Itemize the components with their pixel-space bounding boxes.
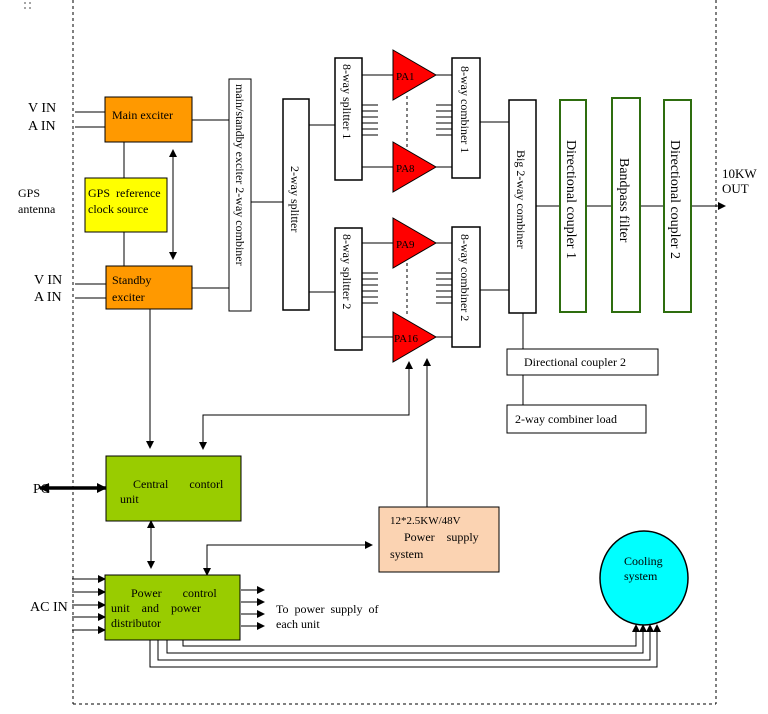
- standby-exciter-label-line1: Standby: [112, 273, 151, 287]
- power-control-label-line2: unit and power: [111, 601, 201, 615]
- main-exciter-box: [104, 96, 193, 143]
- directional-coupler-1-box: [559, 99, 587, 313]
- corner-dots-icon: [24, 2, 31, 9]
- two-way-splitter-label: 2-way splitter: [288, 166, 302, 232]
- combiner-2-box: [451, 226, 481, 348]
- central-control-box: [105, 455, 242, 522]
- power-supply-label-line2: Power supply: [404, 530, 479, 544]
- gps-label-line1: GPS: [18, 186, 40, 200]
- output-label-line1: 10KW: [722, 166, 757, 181]
- output-label-line2: OUT: [722, 181, 749, 196]
- power-supply-label-line1: 12*2.5KW/48V: [390, 515, 461, 527]
- supply-note-line1: To power supply of: [276, 602, 378, 616]
- combiner-load-label: 2-way combiner load: [515, 412, 617, 426]
- a-in-bottom-label: A IN: [34, 290, 62, 305]
- ac-in-label: AC IN: [30, 600, 68, 615]
- splitter-1-box: [334, 57, 363, 181]
- power-supply-box: [378, 506, 500, 573]
- bandpass-filter-box: [611, 97, 641, 313]
- two-way-splitter-box: [282, 98, 310, 311]
- pc-label: PC: [33, 482, 50, 497]
- pa8-amplifier-icon: [392, 141, 437, 193]
- exciter-combiner-box: [228, 78, 252, 312]
- pa16-amplifier-icon: [392, 311, 437, 363]
- gps-reference-box: [84, 177, 168, 233]
- a-in-top-label: A IN: [28, 119, 56, 134]
- pa16-label: PA16: [394, 333, 419, 345]
- exciter-combiner-label: main/standby exciter 2-way combiner: [233, 84, 247, 266]
- power-control-box: [104, 574, 241, 641]
- pa9-label: PA9: [396, 239, 415, 251]
- main-exciter-label: Main exciter: [112, 108, 173, 122]
- combiner-1-label: 8-way combiner 1: [458, 66, 472, 153]
- directional-coupler-2-vertical-box: [663, 99, 692, 313]
- supply-note-line2: each unit: [276, 617, 320, 631]
- directional-coupler-2-label: Directional coupler 2: [524, 355, 626, 369]
- standby-exciter-label-line2: exciter: [112, 290, 145, 304]
- v-in-bottom-label: V IN: [34, 273, 62, 288]
- cooling-label-line1: Cooling: [624, 554, 663, 568]
- pa1-amplifier-icon: [392, 49, 437, 101]
- splitter-2-label: 8-way splitter 2: [340, 234, 354, 309]
- power-control-label-line1: Power control: [131, 586, 217, 600]
- combiner-1-box: [451, 57, 481, 179]
- pa8-label: PA8: [396, 163, 415, 175]
- big-combiner-box: [508, 99, 537, 314]
- directional-coupler-1-label: Directional coupler 1: [563, 140, 578, 259]
- directional-coupler-2-vertical-label: Directional coupler 2: [667, 140, 682, 259]
- bandpass-filter-label: Bandpass filter: [616, 158, 631, 243]
- cooling-label-line2: system: [624, 569, 658, 583]
- central-control-label-line1: Central contorl: [133, 477, 224, 491]
- power-control-label-line3: distributor: [111, 616, 161, 630]
- pa9-amplifier-icon: [392, 217, 437, 269]
- gps-reference-label-line1: GPS reference: [88, 186, 161, 200]
- pa1-label: PA1: [396, 71, 415, 83]
- power-supply-label-line3: system: [390, 547, 424, 561]
- combiner-load-box: [506, 404, 647, 434]
- cooling-system-circle: [599, 530, 689, 626]
- combiner-2-label: 8-way combiner 2: [458, 234, 472, 321]
- dashed-frame: [72, 0, 717, 705]
- central-control-label-line2: unit: [120, 492, 139, 506]
- big-combiner-label: Big 2-way combiner: [514, 150, 528, 249]
- directional-coupler-2-box: [506, 348, 659, 376]
- splitter-1-label: 8-way splitter 1: [340, 64, 354, 139]
- gps-label-line2: antenna: [18, 202, 56, 216]
- connections: [39, 74, 726, 668]
- gps-reference-label-line2: clock source: [88, 202, 148, 216]
- splitter-2-box: [334, 227, 363, 351]
- standby-exciter-box: [105, 265, 193, 310]
- v-in-top-label: V IN: [28, 101, 56, 116]
